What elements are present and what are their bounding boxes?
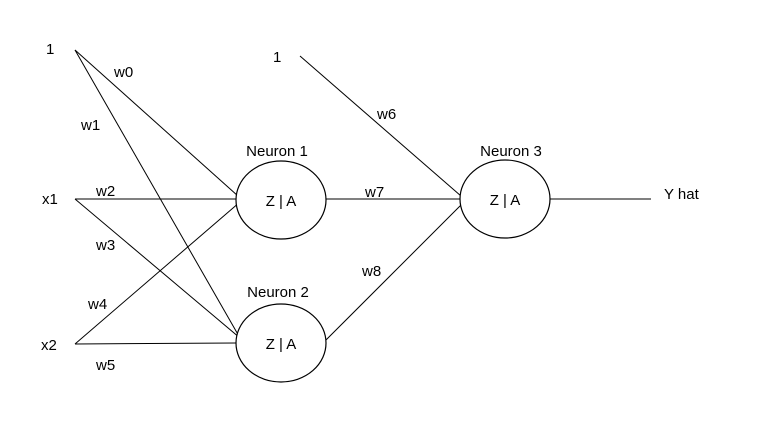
neuron-2-circle bbox=[235, 303, 327, 383]
edge-x2-neuron1 bbox=[74, 201, 241, 345]
neuron-2-content: Z | A bbox=[266, 336, 297, 353]
neuron-3-content: Z | A bbox=[490, 192, 521, 209]
weight-w0-label: w0 bbox=[113, 64, 133, 81]
weight-w1-label: w1 bbox=[80, 117, 100, 134]
weight-w7-label: w7 bbox=[364, 184, 384, 201]
edge-neuron2-neuron3 bbox=[322, 203, 463, 344]
edge-bias1-neuron1 bbox=[74, 49, 239, 197]
neuron-1-title: Neuron 1 bbox=[246, 143, 308, 160]
output-label: Y hat bbox=[664, 186, 700, 203]
neuron-1-content: Z | A bbox=[266, 193, 297, 210]
edge-bias1-neuron2 bbox=[74, 49, 241, 339]
edge-x2-neuron2 bbox=[74, 342, 237, 345]
weight-w4-label: w4 bbox=[87, 296, 107, 313]
weight-w8-label: w8 bbox=[361, 263, 381, 280]
weight-w6-label: w6 bbox=[376, 106, 396, 123]
weight-w3-label: w3 bbox=[95, 237, 115, 254]
neuron-2-title: Neuron 2 bbox=[247, 284, 309, 301]
weight-w2-label: w2 bbox=[95, 183, 115, 200]
neuron-3-title: Neuron 3 bbox=[480, 143, 542, 160]
edge-bias2-neuron3 bbox=[299, 55, 462, 197]
neuron-1-circle bbox=[235, 160, 327, 240]
input-bias-label: 1 bbox=[46, 41, 54, 58]
hidden-bias-label: 1 bbox=[273, 49, 281, 66]
input-x2-label: x2 bbox=[41, 337, 57, 354]
input-x1-label: x1 bbox=[42, 191, 58, 208]
weight-w5-label: w5 bbox=[95, 357, 115, 374]
neuron-3-circle bbox=[459, 159, 551, 239]
edge-x1-neuron2 bbox=[74, 198, 241, 339]
